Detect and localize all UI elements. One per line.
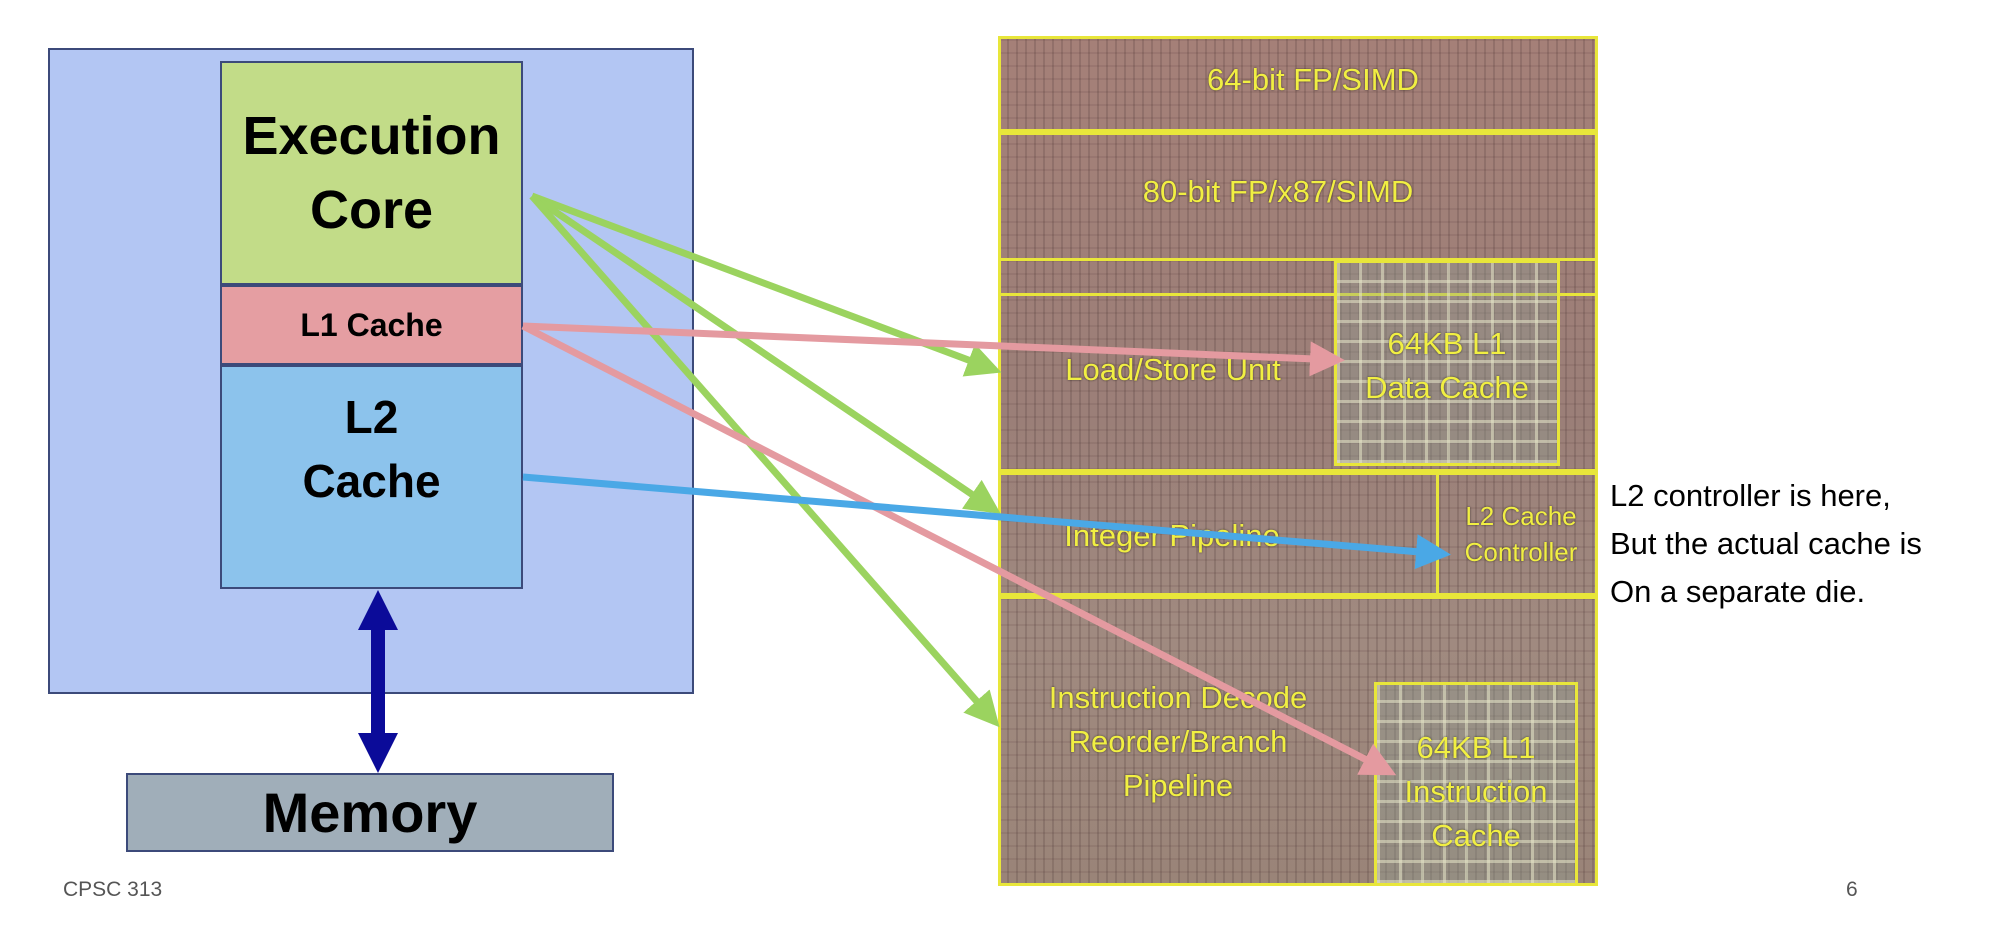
execution-core-block: Execution Core [220,61,523,285]
l2-controller-label: L2 Cache Controller [1464,501,1578,567]
exec-to-decode-arrow [529,193,1000,728]
l1-data-cache-label: 64KB L1 Data Cache [1365,326,1529,405]
l2-controller-note: L2 controller is here, But the actual ca… [1610,478,1922,609]
l1-instruction-cache-label: 64KB L1 Instruction Cache [1404,730,1548,853]
die-photo: 64-bit FP/SIMD 80-bit FP/x87/SIMD Load/S… [998,36,1598,886]
l1-instruction-cache-region [1374,682,1578,886]
l1-to-data-cache-arrow [522,322,1345,377]
l2-to-controller-arrow [522,473,1451,570]
footer-course: CPSC 313 [63,878,163,901]
fp-simd-64-label: 64-bit FP/SIMD [1207,62,1419,97]
fp-simd-64-region [998,36,1598,132]
page-number: 6 [1846,878,1858,901]
l2-controller-region [1436,472,1598,596]
memory-double-arrow [358,590,398,773]
l1-to-instruction-cache-arrow [521,322,1397,776]
memory-block: Memory [126,773,614,852]
l1-cache-block: L1 Cache [220,285,523,365]
fp-x87-region [998,132,1598,296]
exec-to-integer-arrow [530,193,1001,514]
load-store-label: Load/Store Unit [1065,352,1281,387]
l2-cache-block: L2 Cache [220,365,523,589]
fp-x87-label: 80-bit FP/x87/SIMD [1142,174,1414,209]
l1-data-cache-region [1334,260,1560,466]
decode-label: Instruction Decode Reorder/Branch Pipeli… [1048,680,1308,803]
decode-region [998,596,1598,886]
